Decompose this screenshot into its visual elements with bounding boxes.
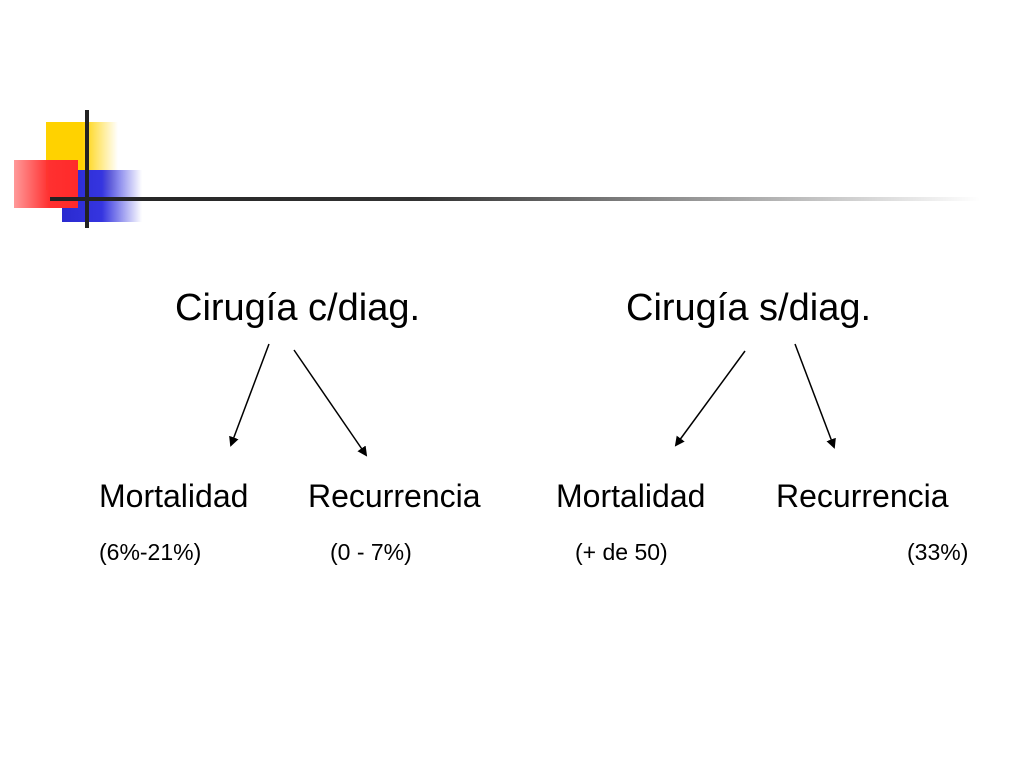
- value-left-mortalidad: (6%-21%): [99, 539, 202, 565]
- arrow-right-to-mortalidad: [674, 350, 746, 447]
- value-right-mortalidad: (+ de 50): [575, 539, 668, 565]
- decorative-logo-graphic: [0, 0, 1024, 240]
- label-right-recurrencia: Recurrencia: [776, 478, 949, 514]
- heading-surgery-without-diagnosis: Cirugía s/diag.: [626, 287, 872, 329]
- arrow-left-to-recurrencia: [293, 349, 368, 457]
- label-right-mortalidad: Mortalidad: [556, 478, 706, 514]
- heading-surgery-with-diagnosis: Cirugía c/diag.: [175, 287, 421, 329]
- vertical-line-decoration: [85, 110, 89, 228]
- label-left-recurrencia: Recurrencia: [308, 478, 481, 514]
- label-left-mortalidad: Mortalidad: [99, 478, 249, 514]
- horizontal-rule-decoration: [50, 197, 980, 201]
- arrow-left-to-mortalidad: [229, 343, 270, 447]
- value-left-recurrencia: (0 - 7%): [330, 539, 412, 565]
- value-right-recurrencia: (33%): [907, 539, 969, 565]
- arrow-right-to-recurrencia: [794, 343, 836, 449]
